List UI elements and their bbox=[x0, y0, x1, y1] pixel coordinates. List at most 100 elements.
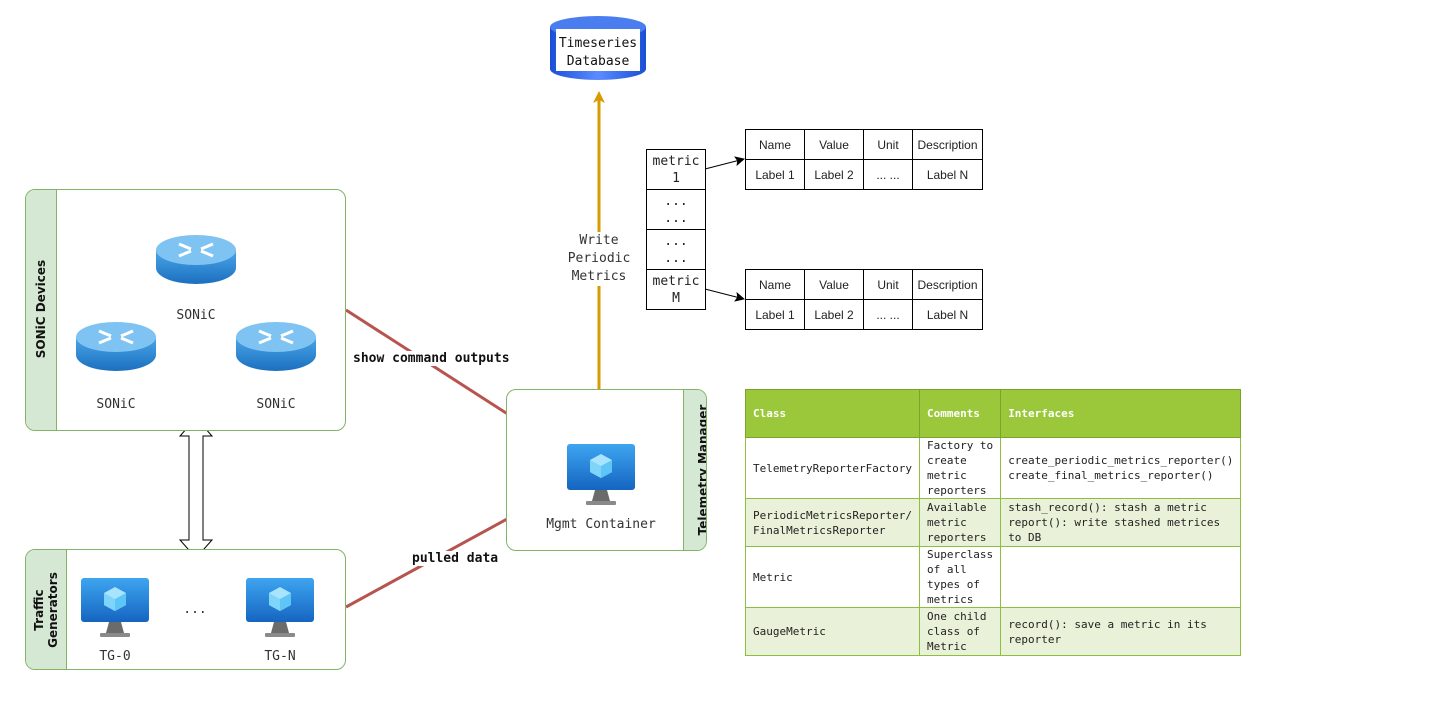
database-label-line1: Timeseries bbox=[558, 36, 638, 51]
telemetry-manager-title: Telemetry Manager bbox=[696, 404, 707, 536]
table-header-row: Class Comments Interfaces bbox=[745, 389, 1242, 438]
database-icon bbox=[550, 16, 646, 80]
class-name: TelemetryReporterFactory bbox=[753, 461, 912, 475]
traffic-generators-title: Traffic Generators bbox=[32, 560, 60, 660]
class-name: Metric bbox=[753, 570, 793, 584]
metric-table-bottom: Name Value Unit Description Label 1 Labe… bbox=[745, 269, 983, 330]
pulled-data-label: pulled data bbox=[412, 551, 499, 566]
interface-cell: stash_record(): stash a metric report(): … bbox=[1000, 498, 1242, 547]
comment-cell: Superclass of all types of metrics bbox=[918, 546, 1002, 608]
table-header-cell: Name bbox=[745, 129, 805, 160]
monitor-icon bbox=[246, 578, 314, 637]
metric-stack-text: ... bbox=[664, 193, 688, 209]
table-cell: Label 1 bbox=[745, 299, 805, 330]
metric-stack-text: ... bbox=[664, 233, 688, 249]
table-row: Name Value Unit Description bbox=[745, 269, 983, 300]
interfaces-header: Interfaces bbox=[1000, 389, 1242, 438]
table-row: Label 1 Label 2 ... ... Label N bbox=[745, 159, 983, 190]
class-cell: TelemetryReporterFactory bbox=[745, 437, 920, 499]
table-row: GaugeMetric One child class of Metric re… bbox=[745, 607, 1242, 656]
table-header-cell: Unit bbox=[863, 269, 913, 300]
monitor-icon bbox=[81, 578, 149, 637]
table-header-cell: Name bbox=[745, 269, 805, 300]
table-header-cell: Description bbox=[912, 269, 983, 300]
table-cell: Label 2 bbox=[804, 159, 864, 190]
class-name: PeriodicMetricsReporter/ bbox=[753, 508, 912, 522]
interface-line: create_periodic_metrics_reporter() bbox=[1008, 454, 1234, 467]
timeseries-database: Timeseries Database bbox=[548, 15, 648, 81]
table-header-cell: Description bbox=[912, 129, 983, 160]
traffic-generators-title-line1: Traffic bbox=[32, 589, 46, 631]
metric-stack-cell: ...... bbox=[647, 230, 705, 270]
write-metrics-line1: Write bbox=[579, 233, 619, 248]
comment-cell: Factory to create metric reporters bbox=[918, 437, 1002, 499]
router-left-label: SONiC bbox=[96, 397, 136, 412]
container-monitor-icon bbox=[567, 444, 635, 505]
mgmt-container-label: Mgmt Container bbox=[546, 517, 656, 532]
comment-cell: One child class of Metric bbox=[918, 607, 1002, 656]
interface-line: create_final_metrics_reporter() bbox=[1008, 469, 1214, 482]
write-metrics-line2: Periodic bbox=[567, 251, 631, 266]
table-row: Metric Superclass of all types of metric… bbox=[745, 546, 1242, 608]
metric-stack-text: ... bbox=[664, 210, 688, 226]
router-icon bbox=[76, 322, 156, 371]
write-metrics-label: Write Periodic Metrics bbox=[554, 232, 644, 286]
metric-stack-text: metric bbox=[652, 273, 700, 289]
table-cell: ... ... bbox=[863, 299, 913, 330]
comment-cell: Available metric reporters bbox=[918, 498, 1002, 547]
table-header-cell: Value bbox=[804, 129, 864, 160]
bidirectional-arrow bbox=[178, 417, 214, 559]
metricM-table-arrow bbox=[704, 288, 745, 302]
interface-cell bbox=[1000, 546, 1242, 608]
table-row: PeriodicMetricsReporter/FinalMetricsRepo… bbox=[745, 498, 1242, 547]
interface-cell: create_periodic_metrics_reporter()create… bbox=[1000, 437, 1242, 499]
metric-stack-text: ... bbox=[664, 250, 688, 266]
class-header: Class bbox=[745, 389, 920, 438]
traffic-generators-title-line2: Generators bbox=[46, 572, 60, 648]
router-icon bbox=[156, 235, 236, 284]
interface-line: stash_record(): stash a metric bbox=[1008, 501, 1207, 514]
router-top-label: SONiC bbox=[176, 308, 216, 323]
metric-stack-text: metric bbox=[652, 153, 700, 169]
tg-ellipsis: ... bbox=[183, 602, 207, 617]
class-name: GaugeMetric bbox=[753, 625, 826, 638]
interface-line: record(): save a metric in its reporter bbox=[1008, 617, 1207, 646]
comments-header: Comments bbox=[918, 389, 1002, 438]
database-label-line2: Database bbox=[566, 54, 630, 69]
table-cell: Label N bbox=[912, 159, 983, 190]
traffic-generators-swimlane bbox=[26, 550, 67, 669]
telemetry-manager-swimlane bbox=[683, 390, 706, 550]
table-row: TelemetryReporterFactory Factory to crea… bbox=[745, 437, 1242, 499]
class-cell: Metric bbox=[745, 546, 920, 608]
metric-stack-cell: ...... bbox=[647, 190, 705, 230]
interface-line: report(): write stashed metrices to DB bbox=[1008, 516, 1221, 544]
table-row: Label 1 Label 2 ... ... Label N bbox=[745, 299, 983, 330]
metric-stack-text: 1 bbox=[672, 170, 680, 186]
traffic-generators-group: Traffic Generators TG-0 ... TG-N bbox=[25, 549, 346, 670]
tg-last-label: TG-N bbox=[264, 649, 296, 664]
metric1-table-arrow bbox=[704, 156, 745, 170]
show-command-label: show command outputs bbox=[353, 351, 510, 366]
class-cell: GaugeMetric bbox=[745, 607, 920, 656]
table-cell: ... ... bbox=[863, 159, 913, 190]
metric-table-top: Name Value Unit Description Label 1 Labe… bbox=[745, 129, 983, 190]
interface-cell: record(): save a metric in its reporter bbox=[1000, 607, 1242, 656]
write-metrics-line3: Metrics bbox=[571, 269, 627, 284]
sonic-devices-swimlane bbox=[26, 190, 57, 430]
router-right-label: SONiC bbox=[256, 397, 296, 412]
table-header-cell: Value bbox=[804, 269, 864, 300]
class-name: FinalMetricsReporter bbox=[753, 523, 886, 537]
sonic-devices-group: SONiC Devices SONiC SONiC SONiC bbox=[25, 189, 346, 431]
sonic-devices-title: SONiC Devices bbox=[34, 259, 48, 359]
table-header-cell: Unit bbox=[863, 129, 913, 160]
class-table: Class Comments Interfaces TelemetryRepor… bbox=[745, 389, 1242, 656]
table-cell: Label N bbox=[912, 299, 983, 330]
class-cell: PeriodicMetricsReporter/FinalMetricsRepo… bbox=[745, 498, 920, 547]
metric-stack-text: M bbox=[672, 290, 680, 306]
tg-first-label: TG-0 bbox=[99, 649, 131, 664]
table-row: Name Value Unit Description bbox=[745, 129, 983, 160]
router-icon bbox=[236, 322, 316, 371]
